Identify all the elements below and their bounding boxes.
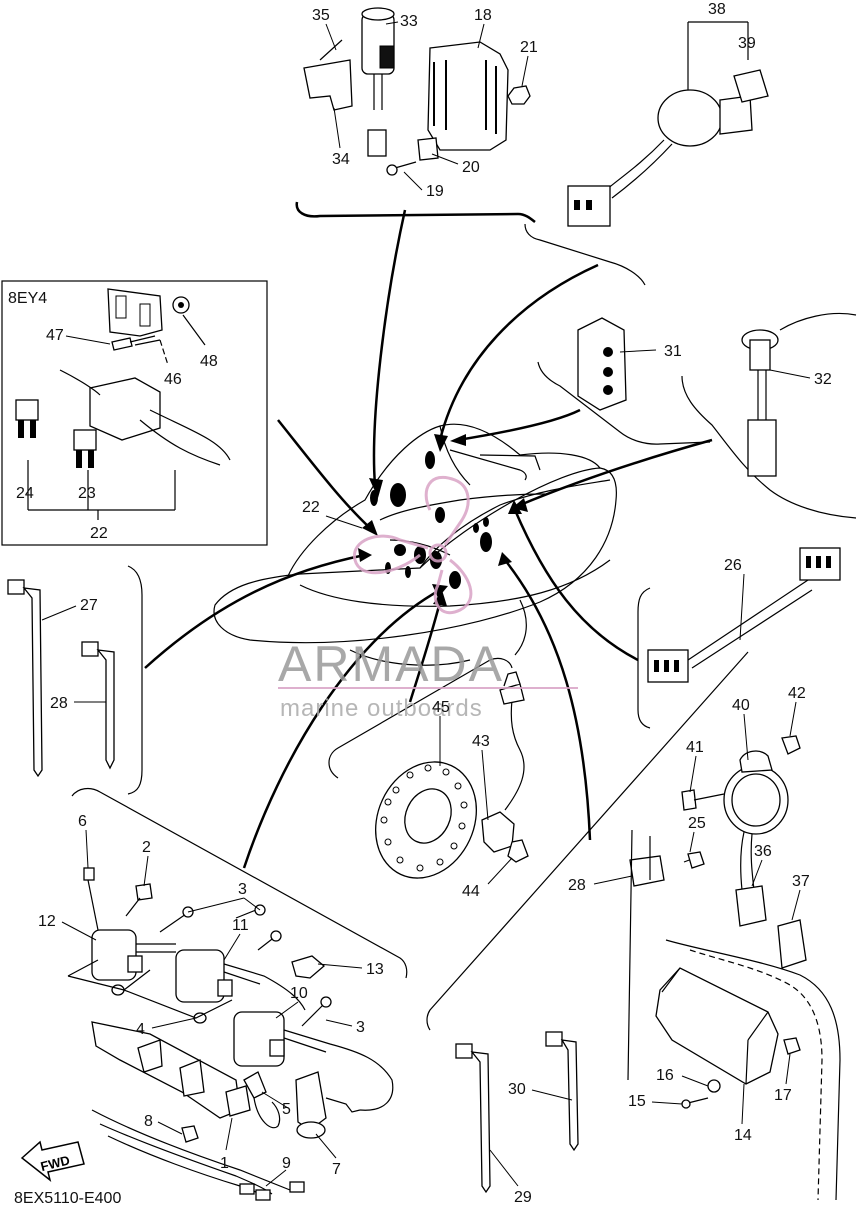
callout-37: 37: [792, 873, 810, 890]
callout-30: 30: [508, 1081, 526, 1098]
callout-38: 38: [708, 1, 726, 18]
callout-2: 2: [142, 839, 151, 856]
callout-labels: 35 33 18 21 34 20 19 38 39 47 46 48 24 2…: [16, 1, 832, 1206]
callout-20: 20: [462, 159, 480, 176]
callout-47: 47: [46, 327, 64, 344]
callout-22: 22: [302, 499, 320, 516]
callout-22-inset: 22: [90, 525, 108, 542]
callout-42: 42: [788, 685, 806, 702]
callout-7: 7: [332, 1161, 341, 1178]
callout-41: 41: [686, 739, 704, 756]
leader-lines: [144, 209, 713, 869]
callout-4: 4: [136, 1021, 145, 1038]
callout-1: 1: [220, 1155, 229, 1172]
callout-25: 25: [688, 815, 706, 832]
callout-39: 39: [738, 35, 756, 52]
callout-32: 32: [814, 371, 832, 388]
ignition-coil-group: [67, 787, 408, 1201]
fwd-label: FWD: [39, 1152, 71, 1174]
callout-34: 34: [332, 151, 350, 168]
callout-44: 44: [462, 883, 480, 900]
propeller-logo-icon: [353, 475, 473, 614]
callout-28-left: 28: [50, 695, 68, 712]
callout-40: 40: [732, 697, 750, 714]
fwd-arrow-icon: FWD: [20, 1140, 85, 1182]
band-group-left: [7, 565, 143, 795]
callout-18: 18: [474, 7, 492, 24]
callout-21: 21: [520, 39, 538, 56]
callout-29: 29: [514, 1189, 532, 1206]
connector-group: [537, 312, 857, 519]
callout-11: 11: [232, 917, 249, 934]
inset-label: 8EY4: [8, 290, 47, 307]
callout-10: 10: [290, 985, 308, 1002]
main-switch-group: [524, 21, 769, 286]
callout-14: 14: [734, 1127, 752, 1144]
diagram-code: 8EX5110-E400: [14, 1190, 121, 1207]
callout-46: 46: [164, 371, 182, 388]
callout-26: 26: [724, 557, 742, 574]
callout-43: 43: [472, 733, 490, 750]
callout-3-top: 3: [238, 881, 247, 898]
band-group-bottom: [455, 1031, 579, 1194]
callout-31: 31: [664, 343, 682, 360]
callout-35: 35: [312, 7, 330, 24]
callout-28-right: 28: [568, 877, 586, 894]
regulator-group: [295, 7, 536, 223]
callout-24: 24: [16, 485, 34, 502]
callout-48: 48: [200, 353, 218, 370]
callout-3-bottom: 3: [356, 1019, 365, 1036]
harness-26: [637, 547, 841, 729]
callout-6: 6: [78, 813, 87, 830]
pickup-group: [328, 657, 529, 879]
callout-27: 27: [80, 597, 98, 614]
callout-12: 12: [38, 913, 56, 930]
watermark-brand: ARMADA: [278, 636, 504, 692]
callout-19: 19: [426, 183, 444, 200]
callout-45: 45: [432, 699, 450, 716]
callout-17: 17: [774, 1087, 792, 1104]
callout-8: 8: [144, 1113, 153, 1130]
callout-13: 13: [366, 961, 384, 978]
callout-23: 23: [78, 485, 96, 502]
callout-5: 5: [282, 1101, 291, 1118]
callout-15: 15: [628, 1093, 646, 1110]
ecu-group: [426, 651, 841, 1201]
callout-16: 16: [656, 1067, 674, 1084]
watermark-tagline: marine outboards: [280, 695, 483, 722]
callout-36: 36: [754, 843, 772, 860]
callout-9: 9: [282, 1155, 291, 1172]
inset-8ey4: 8EY4: [1, 280, 268, 546]
callout-33: 33: [400, 13, 418, 30]
watermark: ARMADA marine outboards: [278, 475, 578, 722]
callout-leaders: [41, 21, 811, 1187]
